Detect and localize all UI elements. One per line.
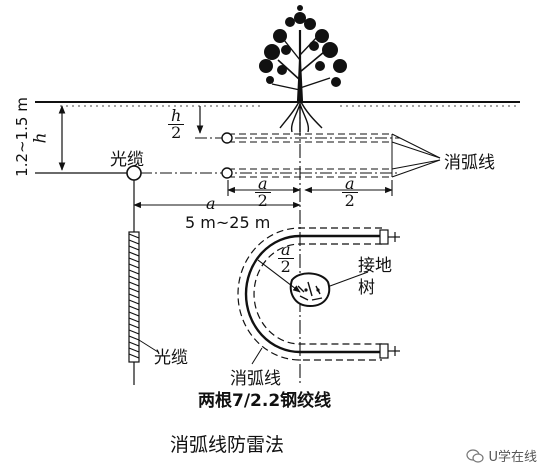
wire-end-caps [379,229,400,359]
span-label: 5 m~25 m [185,213,271,232]
watermark-text: U学在线 [488,450,537,465]
depth-label: 1.2~1.5 m [12,97,31,177]
arc-wire-leaders [391,133,441,178]
ground-tree-leader [329,271,369,287]
a-label: a [206,194,216,213]
arc-wires [228,133,393,178]
arc-wire-label-right: 消弧线 [444,153,495,173]
cable-label-top: 光缆 [110,150,144,170]
ground-tree-section [289,272,331,308]
cable-label-bottom: 光缆 [154,348,188,368]
half-span-dimension [227,180,393,196]
arc-wire-label-bottom: 消弧线 [230,369,281,389]
reference-lines [140,137,400,174]
diagram-caption: 消弧线防雷法 [170,434,285,456]
bottom-arc-leader [251,347,263,365]
a-half-fraction-1: a 2 [255,176,271,209]
inner-half-leader [257,259,301,293]
ground-surface [35,101,520,107]
cable-coil [128,231,140,363]
u-shaped-wires [237,227,382,361]
tree-icon [259,5,347,133]
depth-dimension [35,105,140,174]
wechat-icon [466,448,485,463]
ground-tree-label: 接地 树 [358,256,392,298]
a-half-fraction-3: a 2 [278,242,294,275]
wire-ends [221,132,233,179]
a-half-fraction-2: a 2 [342,176,358,209]
wire-spec-label: 两根7/2.2钢绞线 [198,391,332,411]
h-label: h [30,132,51,144]
h-half-fraction: h 2 [168,108,185,141]
watermark: U学在线 [466,446,537,465]
cable-label-leader [138,339,159,353]
